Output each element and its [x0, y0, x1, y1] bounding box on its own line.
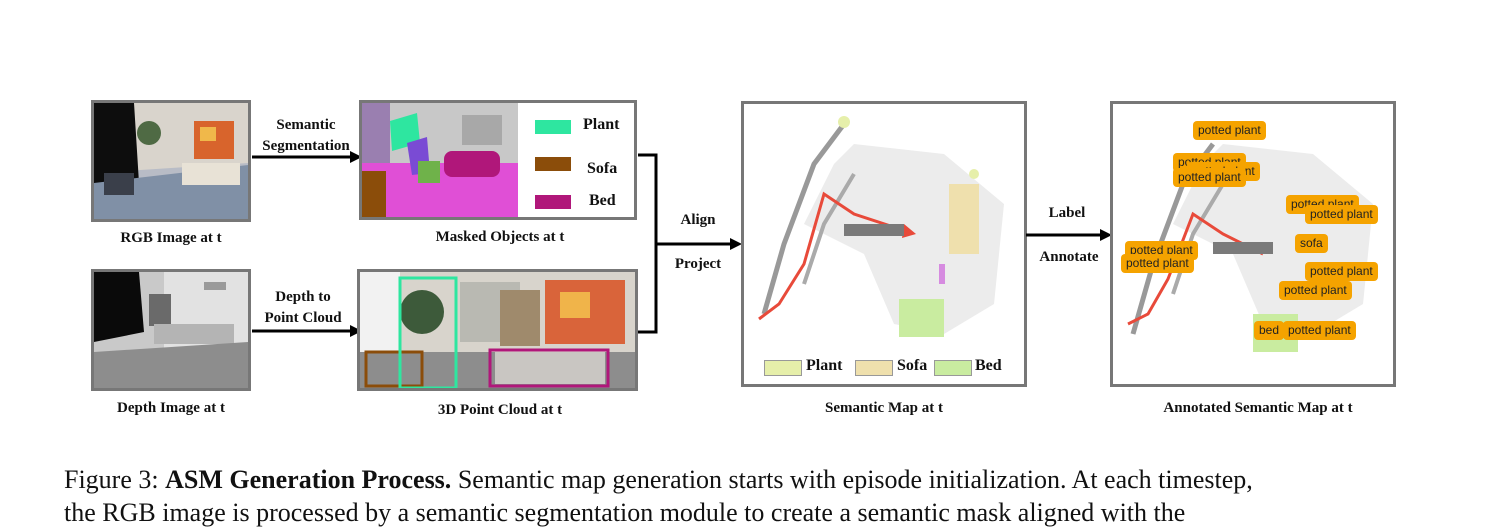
point-cloud-label: 3D Point Cloud at t	[400, 402, 600, 419]
label-arrow-text: Label	[1032, 203, 1102, 224]
map-tag-potted-plant: potted plant	[1193, 121, 1266, 140]
label-annotate-arrow	[1026, 228, 1114, 242]
depth-arrow-label: Depth to Point Cloud	[252, 287, 354, 329]
depth-image-label-text: Depth Image at t	[117, 400, 225, 416]
map-tag-potted-plant: potted plant	[1305, 205, 1378, 224]
point-cloud-label-text: 3D Point Cloud at t	[438, 402, 562, 418]
mask-legend-bed-swatch	[535, 195, 571, 209]
semantic-map-label: Semantic Map at t	[784, 400, 984, 417]
map-legend-plant-swatch	[764, 360, 802, 376]
align-project-connector	[636, 152, 746, 337]
mask-legend-sofa-swatch	[535, 157, 571, 171]
depth-image-panel	[91, 269, 251, 391]
semantic-map-label-text: Semantic Map at t	[825, 400, 943, 416]
align-label: Align	[668, 210, 728, 231]
project-label: Project	[664, 254, 732, 275]
segmentation-label-line1: Semantic	[252, 115, 360, 136]
map-legend-bed-swatch	[934, 360, 972, 376]
map-tag-potted-plant: potted plant	[1279, 281, 1352, 300]
masked-objects-label: Masked Objects at t	[400, 229, 600, 246]
rgb-image-label: RGB Image at t	[91, 230, 251, 247]
figure-caption: Figure 3: ASM Generation Process. Semant…	[64, 463, 1434, 529]
map-tag-sofa: sofa	[1295, 234, 1328, 253]
semantic-map-image	[744, 104, 1024, 384]
map-legend-sofa-swatch	[855, 360, 893, 376]
rgb-image-panel	[91, 100, 251, 222]
segmentation-arrow	[252, 150, 362, 164]
annotate-arrow-text: Annotate	[1030, 247, 1108, 268]
rgb-image-label-text: RGB Image at t	[120, 230, 221, 246]
map-tag-potted-plant: potted plant	[1121, 254, 1194, 273]
depth-image-label: Depth Image at t	[91, 400, 251, 417]
mask-legend-bed: Bed	[589, 192, 616, 210]
map-tag-bed: bed	[1254, 321, 1284, 340]
map-legend-plant: Plant	[806, 357, 842, 375]
map-legend-sofa: Sofa	[897, 357, 927, 375]
rgb-room-image	[94, 103, 248, 219]
map-tag-potted-plant: potted plant	[1283, 321, 1356, 340]
point-cloud-panel	[357, 269, 638, 391]
map-tag-potted-plant: potted plant	[1173, 168, 1246, 187]
caption-title: ASM Generation Process.	[165, 465, 451, 494]
mask-legend-plant-swatch	[535, 120, 571, 134]
semantic-map-panel	[741, 101, 1027, 387]
caption-line-2: the RGB image is processed by a semantic…	[64, 496, 1434, 529]
annotated-map-label: Annotated Semantic Map at t	[1133, 400, 1383, 417]
caption-line1-text: Semantic map generation starts with epis…	[451, 465, 1252, 494]
mask-legend-plant: Plant	[583, 116, 619, 134]
mask-legend-sofa: Sofa	[587, 160, 617, 178]
map-tag-potted-plant: potted plant	[1305, 262, 1378, 281]
depth-label-line1: Depth to	[252, 287, 354, 308]
annotated-map-label-text: Annotated Semantic Map at t	[1163, 400, 1352, 416]
map-legend-bed: Bed	[975, 357, 1002, 375]
depth-arrow	[252, 324, 362, 338]
masked-objects-label-text: Masked Objects at t	[436, 229, 565, 245]
masked-objects-image	[362, 103, 518, 217]
caption-prefix: Figure 3:	[64, 465, 165, 494]
caption-line-1: Figure 3: ASM Generation Process. Semant…	[64, 463, 1434, 496]
point-cloud-image	[360, 272, 635, 388]
depth-image	[94, 272, 248, 388]
